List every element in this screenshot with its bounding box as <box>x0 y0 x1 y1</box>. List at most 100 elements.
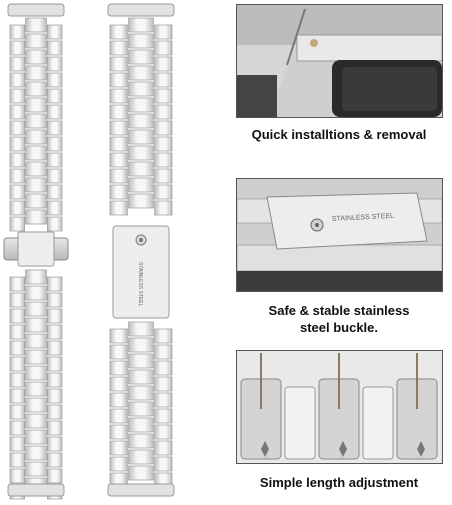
strap-link-center <box>128 465 154 481</box>
straps-panel: STAINLESS STEEL <box>0 0 226 500</box>
connector-top-back <box>107 3 175 17</box>
strap-link-side <box>47 276 63 292</box>
strap-link-center <box>25 429 47 445</box>
strap-link-center <box>25 129 47 145</box>
strap-link-center <box>25 397 47 413</box>
strap-link-side <box>154 120 173 136</box>
strap-link-side <box>47 452 63 468</box>
strap-link-center <box>128 401 154 417</box>
strap-link-side <box>47 436 63 452</box>
strap-link-side <box>109 376 128 392</box>
strap-link-side <box>47 356 63 372</box>
strap-link-side <box>109 408 128 424</box>
strap-link-side <box>47 372 63 388</box>
strap-link-side <box>9 88 25 104</box>
features-panel: Quick installtions & removal STAINLESS S… <box>226 0 452 500</box>
strap-link-center <box>25 301 47 317</box>
strap-link-center <box>128 145 154 161</box>
strap-link-center <box>25 445 47 461</box>
strap-link-center <box>128 417 154 433</box>
strap-link-side <box>154 408 173 424</box>
photo-length-adjust <box>236 350 443 464</box>
strap-link-center <box>25 145 47 161</box>
connector-top-front <box>7 3 65 17</box>
strap-link-center <box>25 461 47 477</box>
strap-link-side <box>109 424 128 440</box>
strap-link-side <box>9 388 25 404</box>
strap-link-side <box>9 120 25 136</box>
strap-link-side <box>47 388 63 404</box>
strap-link-side <box>109 104 128 120</box>
strap-link-side <box>154 360 173 376</box>
strap-link-center <box>128 97 154 113</box>
strap-link-side <box>154 424 173 440</box>
strap-link-side <box>9 308 25 324</box>
strap-link-side <box>9 40 25 56</box>
strap-link-side <box>47 40 63 56</box>
strap-link-side <box>47 184 63 200</box>
links-row <box>240 378 438 460</box>
strap-link-side <box>9 200 25 216</box>
strap-link-side <box>109 344 128 360</box>
strap-link-side <box>9 372 25 388</box>
strap-link-side <box>47 308 63 324</box>
strap-link-side <box>109 56 128 72</box>
strap-back <box>109 17 173 488</box>
strap-link-side <box>47 340 63 356</box>
strap-link-side <box>9 152 25 168</box>
strap-link-side <box>9 292 25 308</box>
strap-link-side <box>9 56 25 72</box>
strap-link-center <box>25 65 47 81</box>
strap-link-side <box>109 152 128 168</box>
strap-link-side <box>109 360 128 376</box>
strap-link-side <box>9 104 25 120</box>
strap-link-side <box>47 24 63 40</box>
caption-buckle-line1: Safe & stable stainless <box>268 303 410 318</box>
strap-link-side <box>47 72 63 88</box>
strap-link-side <box>109 72 128 88</box>
strap-link-center <box>25 49 47 65</box>
strap-link-center <box>25 285 47 301</box>
strap-link-center <box>25 17 47 33</box>
strap-link-side <box>9 216 25 232</box>
strap-link-center <box>128 113 154 129</box>
strap-link-side <box>9 276 25 292</box>
strap-link-center <box>25 193 47 209</box>
strap-link-side <box>9 72 25 88</box>
strap-link-side <box>154 344 173 360</box>
strap-link-side <box>154 440 173 456</box>
strap-link-side <box>154 72 173 88</box>
buckle-engraving-left: STAINLESS STEEL <box>137 262 143 307</box>
strap-link-side <box>109 88 128 104</box>
strap-link-side <box>109 392 128 408</box>
strap-link-side <box>47 216 63 232</box>
strap-link-side <box>9 468 25 484</box>
strap-link-side <box>47 88 63 104</box>
strap-link-center <box>128 353 154 369</box>
strap-link-center <box>25 113 47 129</box>
buckle-engraving-photo: STAINLESS STEEL <box>332 213 395 223</box>
strap-link-center <box>128 337 154 353</box>
strap-link-side <box>47 152 63 168</box>
strap-link-side <box>154 328 173 344</box>
strap-link-side <box>9 436 25 452</box>
strap-link-center <box>25 209 47 225</box>
strap-link-side <box>154 456 173 472</box>
strap-link-center <box>128 449 154 465</box>
strap-link-side <box>47 56 63 72</box>
strap-link-center <box>25 33 47 49</box>
strap-link-center <box>25 413 47 429</box>
strap-link-side <box>47 420 63 436</box>
strap-link-side <box>154 136 173 152</box>
strap-link-side <box>109 120 128 136</box>
strap-link-side <box>47 200 63 216</box>
strap-link-side <box>109 40 128 56</box>
strap-link-center <box>25 349 47 365</box>
connector-bottom-front <box>7 483 65 497</box>
strap-link-side <box>109 24 128 40</box>
strap-link-center <box>25 317 47 333</box>
caption-buckle: Safe & stable stainless steel buckle. <box>226 302 452 336</box>
strap-link-side <box>109 200 128 216</box>
strap-link-center <box>25 381 47 397</box>
strap-link-side <box>47 468 63 484</box>
